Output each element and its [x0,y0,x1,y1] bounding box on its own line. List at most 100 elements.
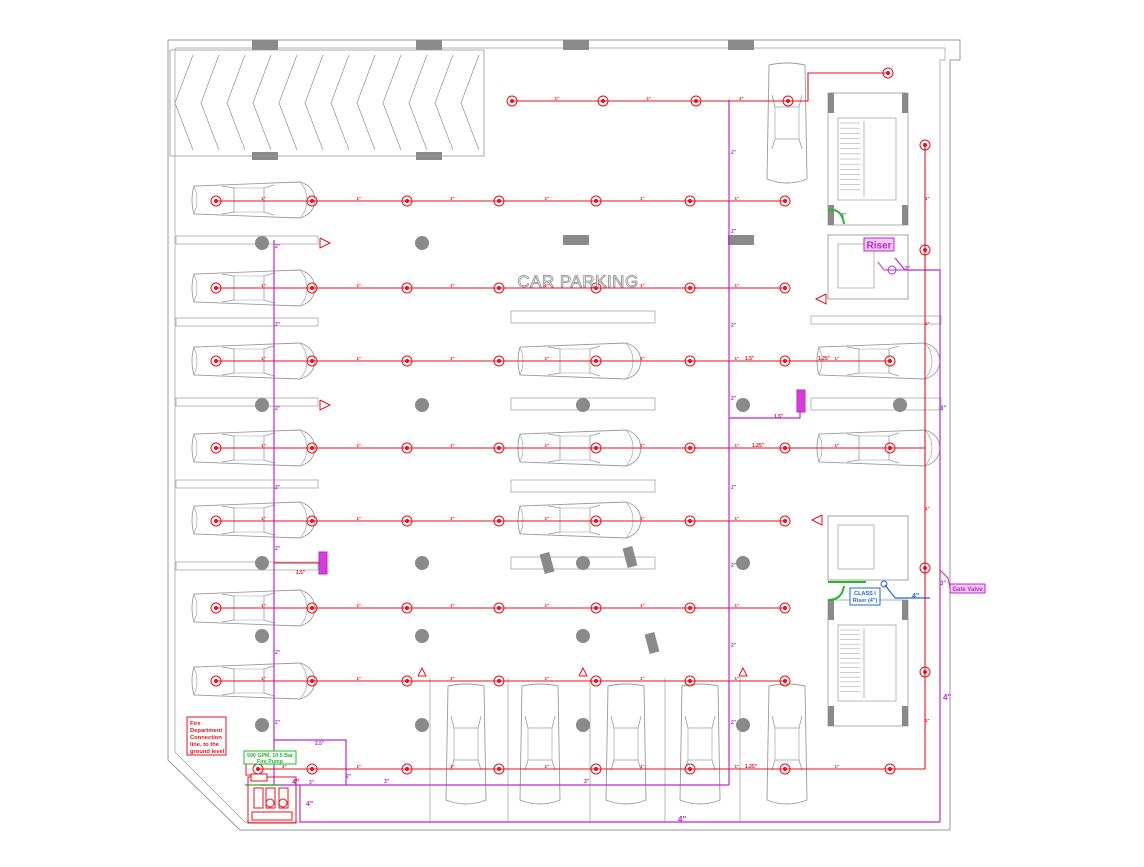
sprinkler-head [493,442,505,454]
sprinkler-head [590,675,602,687]
stair-north-wall-c [828,205,834,225]
class-riser-pipe [884,584,930,599]
sprinkler-head [210,675,222,687]
pump-tag-box [243,750,297,765]
sprinkler-head-core [310,767,314,771]
pipe-label-1in: 1" [261,603,266,608]
pipe-label-1in: 1" [925,321,930,326]
ramp-chevron [200,54,220,151]
pipe-label-2in: 2" [275,485,281,491]
valve-box-left [318,551,328,575]
lift-south-shaft [827,515,909,581]
sprinkler-head-core [510,99,514,103]
stall-bar-mid [510,310,656,324]
sprinkler-head-core [688,199,692,203]
fdc-tag-line3: Connection [190,735,222,741]
building-outline [167,39,961,831]
pipe-label-2-5in: 2.5" [315,741,325,747]
column [415,629,429,643]
sprinkler-head-core [497,286,501,290]
sprinkler-head-core [310,606,314,610]
sprinkler-head-core [694,99,698,103]
column [576,629,590,643]
sprinkler-head [401,282,413,294]
sprinkler-head [779,763,791,775]
sprinkler-head-core [497,767,501,771]
sprinkler-head [401,195,413,207]
fdc-tag-line2: Department [190,728,222,734]
pipe-label-1in: 1" [835,443,840,448]
sprinkler-head-core [594,519,598,523]
sprinkler-head [779,282,791,294]
sprinkler-head-core [405,286,409,290]
pipe-label-1in: 1" [555,96,560,101]
sprinkler-head-core [888,359,892,363]
pipe-label-1in: 1" [357,676,362,681]
pipe-label-1in: 1" [925,718,930,723]
sprinkler-head [597,95,609,107]
sprinkler-head [493,763,505,775]
pipe-label-1in: 1" [739,96,744,101]
sprinkler-head [919,244,931,256]
stair-north-wall-b [902,93,908,113]
pipe-label-4in: 4" [912,593,919,600]
sprinkler-heads [210,67,931,775]
pipe-label-1in: 1" [545,443,550,448]
wall-block-top-2 [416,40,442,50]
sprinkler-head [210,282,222,294]
pipe-label-3in: 3" [905,266,911,272]
sprinkler-head-core [405,519,409,523]
sprinkler-head-core [310,359,314,363]
sprinkler-head-core [405,767,409,771]
pipe-label-1in: 1" [835,356,840,361]
sprinkler-head [306,763,318,775]
car-bottom-1 [445,683,487,805]
pipe-label-1in: 1" [735,676,740,681]
pipe-label-1in: 1" [450,443,455,448]
wall-block-top-1 [252,40,278,50]
sprinkler-head [590,602,602,614]
pipe-label-1in: 1" [735,283,740,288]
sprinkler-head-core [310,286,314,290]
sprinkler-head-core [214,519,218,523]
fdc-tag-line1: Fire [190,721,201,727]
pipe-label-1in: 1" [735,356,740,361]
stall-bar-right [810,397,942,411]
sprinkler-head-core [923,143,927,147]
column [736,556,750,570]
pipe-label-1in: 1" [545,676,550,681]
wall-block-top-4 [728,40,754,50]
pipe-label-2in: 2" [275,406,281,412]
stair-south-landing [837,624,897,702]
sprinkler-head-core [783,767,787,771]
pump-tag-line2: Fire Pump [257,759,284,765]
sprinkler-head-core [594,606,598,610]
pipe-label-1in: 1" [640,676,645,681]
pipe-label-4in: 4" [943,693,951,702]
sprinkler-head [401,515,413,527]
pipe-label-1in: 1" [450,764,455,769]
car-bottom-5 [766,683,808,805]
valve-marker [738,666,748,677]
stair-north-wall-a [828,93,834,113]
sprinkler-head-core [688,286,692,290]
sprinkler-head-core [310,519,314,523]
stall-bar-left [175,317,319,327]
sprinkler-head [690,95,702,107]
flow-arrow [814,293,827,305]
pipe-label-2in: 2" [731,396,737,402]
door-swing-north [827,208,845,225]
sprinkler-head [684,763,696,775]
sprinkler-head [919,139,931,151]
pipe-label-1in: 1" [640,603,645,608]
sprinkler-head-core [310,446,314,450]
wall-block-mid-1 [563,235,589,245]
car-left-1 [191,181,316,219]
sprinkler-head-core [783,286,787,290]
sprinkler-head-core [923,670,927,674]
fire-pump-skid [247,773,297,824]
sprinkler-head [919,666,931,678]
sprinkler-head [590,515,602,527]
valve-marker [578,666,588,677]
wall-block-mid-2 [728,235,754,245]
